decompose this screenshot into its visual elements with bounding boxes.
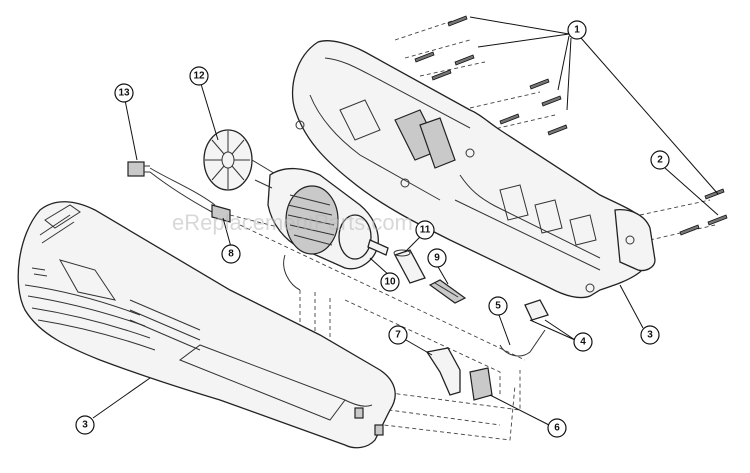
wire-connectors — [127, 161, 301, 291]
callout-label: 8 — [228, 249, 234, 260]
fan — [203, 129, 283, 191]
callout-label: 3 — [82, 420, 88, 431]
callout-label: 3 — [647, 330, 653, 341]
callout-13: 13 — [114, 83, 134, 103]
callout-3-front: 3 — [75, 415, 95, 435]
callout-label: 7 — [395, 330, 401, 341]
callout-4: 4 — [573, 332, 593, 352]
callout-6: 6 — [547, 418, 567, 438]
callout-1: 1 — [567, 20, 587, 40]
callout-3-rear: 3 — [640, 325, 660, 345]
callout-11: 11 — [415, 220, 435, 240]
callout-2: 2 — [650, 150, 670, 170]
callout-label: 6 — [554, 423, 560, 434]
callout-10: 10 — [380, 272, 400, 292]
callout-label: 5 — [495, 301, 501, 312]
callout-label: 13 — [118, 88, 130, 99]
motor — [254, 167, 389, 270]
callout-label: 9 — [434, 253, 440, 264]
callout-label: 10 — [384, 277, 396, 288]
callout-label: 12 — [193, 71, 205, 82]
watermark-text: eReplacementParts.com — [172, 210, 413, 235]
callout-label: 4 — [580, 337, 586, 348]
callout-label: 1 — [574, 25, 580, 36]
switch-parts — [425, 299, 549, 401]
leader-lines — [92, 16, 719, 426]
screws — [414, 15, 728, 236]
callout-7: 7 — [388, 325, 408, 345]
callout-5: 5 — [488, 296, 508, 316]
callout-9: 9 — [427, 248, 447, 268]
front-housing — [17, 201, 396, 449]
callout-12: 12 — [189, 66, 209, 86]
rear-housing — [291, 40, 656, 299]
callout-label: 2 — [657, 155, 663, 166]
callout-8: 8 — [221, 244, 241, 264]
spring — [428, 279, 467, 304]
callout-label: 11 — [420, 225, 431, 236]
